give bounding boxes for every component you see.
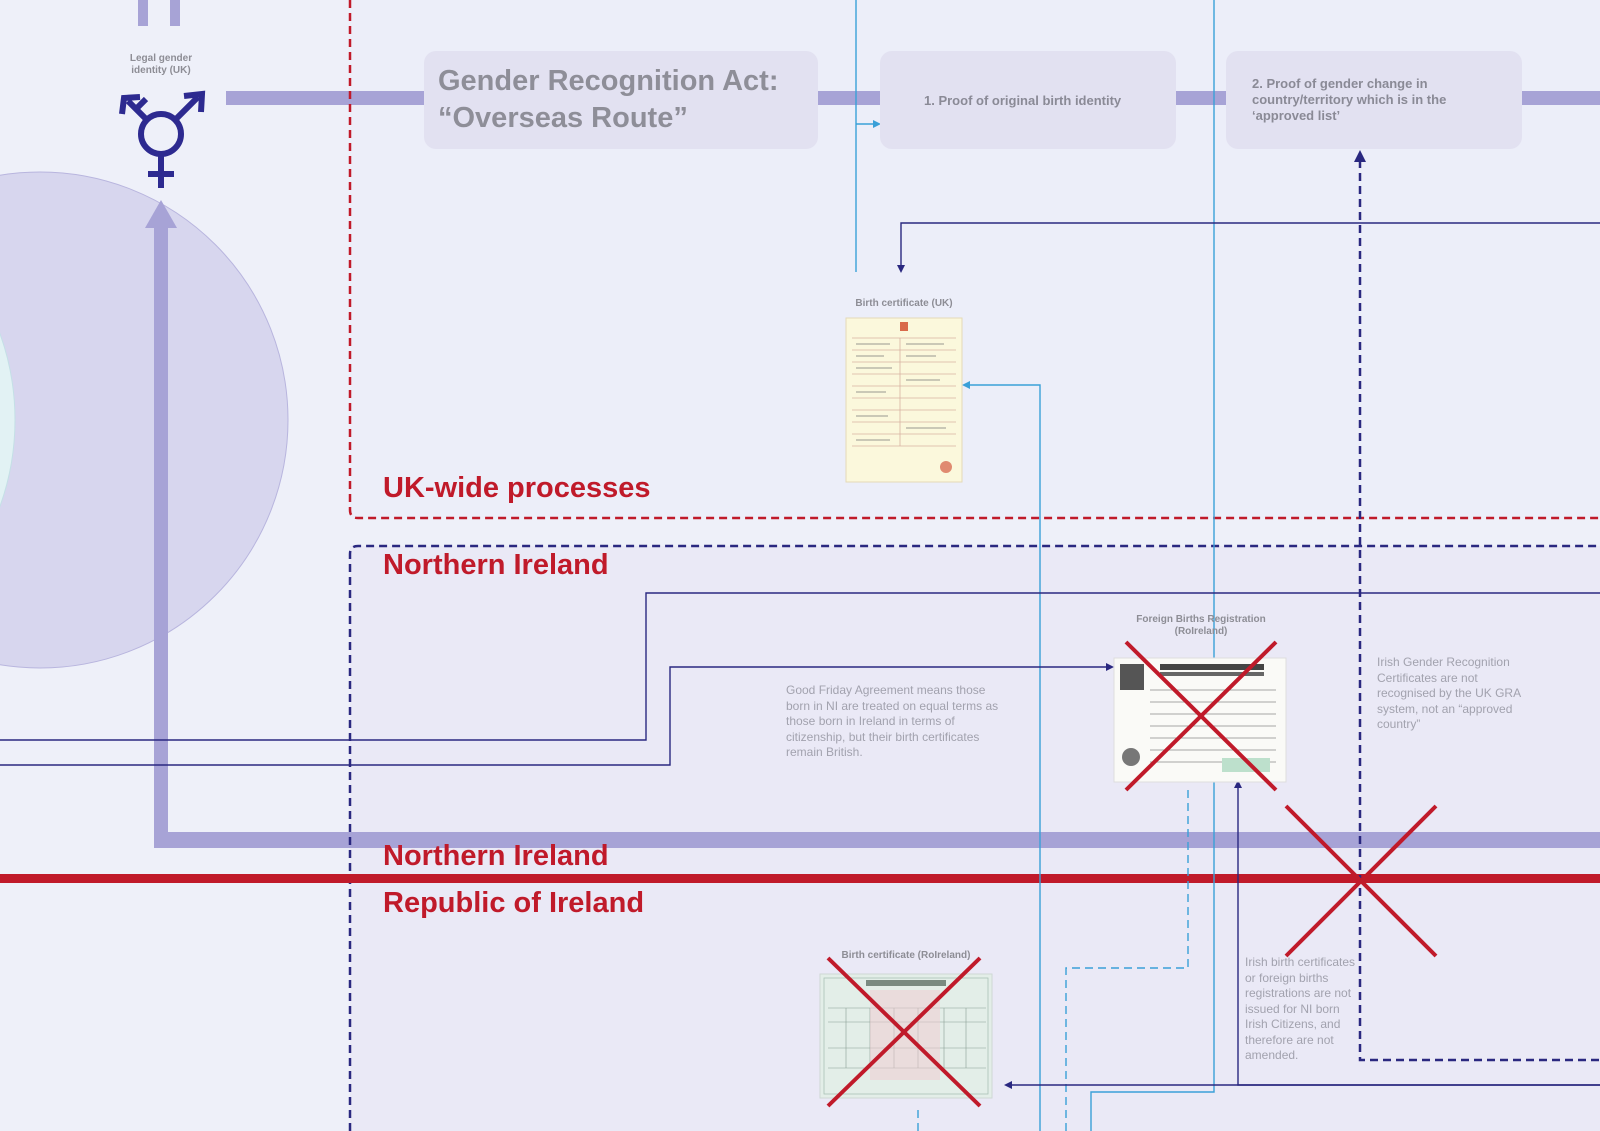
uk-identity-circle [0,171,289,669]
gra-title: Gender Recognition Act: “Overseas Route” [438,65,779,134]
foreign-births-registration-doc [1113,657,1287,783]
identity-label: Legal gender identity (UK) [129,53,193,76]
note-good-friday: Good Friday Agreement means those born i… [786,683,999,759]
flow-arrow-head [145,200,177,228]
region-ni-border: Northern Ireland [383,840,609,872]
transgender-symbol-icon [119,90,206,188]
foreign-births-label: Foreign Births Registration (RoIreland) [1136,614,1266,637]
gra-dashed-link [1358,160,1600,1062]
red-cross-icon [826,956,982,1108]
ni-roi-border-line [0,874,1600,883]
note-irish-birth: Irish birth certificates or foreign birt… [1245,955,1356,1062]
red-cross-icon [1284,804,1438,958]
step2-box[interactable]: 2. Proof of gender change in country/ter… [1226,51,1522,149]
roi-birth-cert-label: Birth certificate (RoIreland) [841,950,971,961]
region-ni-top: Northern Ireland [383,549,609,581]
region-roi: Republic of Ireland [383,887,645,919]
uk-birth-certificate-doc [845,317,963,483]
red-cross-icon [1124,640,1278,792]
roi-birth-certificate-doc [819,973,993,1099]
flow-band-bottom [154,832,1600,848]
cyan-flow-lines [855,0,1215,1131]
note-irish-grc: Irish Gender Recognition Certificates ar… [1377,655,1521,731]
gra-overseas-route-box[interactable]: Gender Recognition Act: “Overseas Route” [424,51,818,149]
inner-circle [0,332,16,508]
ni-region-border [348,544,1600,1131]
uk-wide-border [348,0,1600,520]
step1-box[interactable]: 1. Proof of original birth identity [880,51,1176,149]
flow-band-vertical [154,222,168,848]
navy-flow-lines [0,222,1600,1086]
step1-label: 1. Proof of original birth identity [924,92,1122,108]
uk-birth-cert-label: Birth certificate (UK) [855,298,953,309]
region-uk-wide: UK-wide processes [383,472,651,504]
step2-label: 2. Proof of gender change in country/ter… [1252,76,1447,123]
